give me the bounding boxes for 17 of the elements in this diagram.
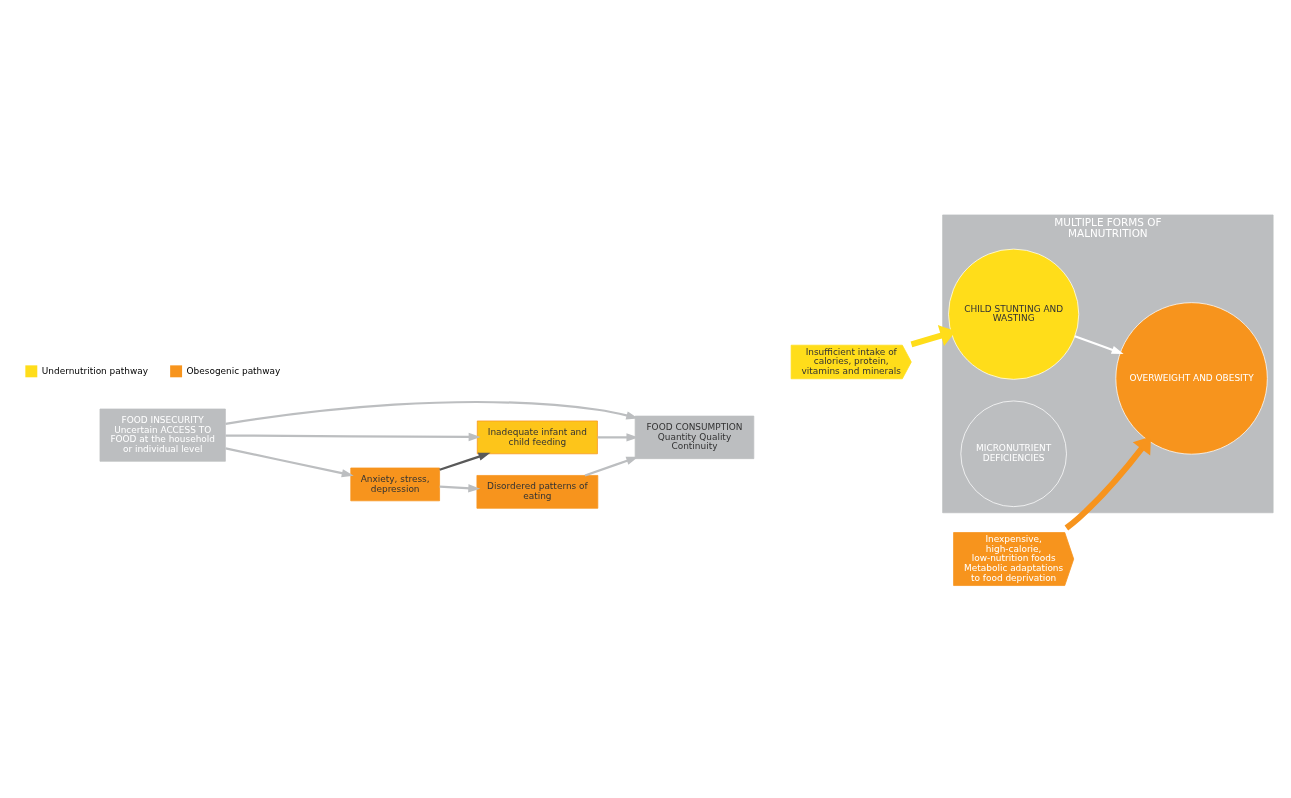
node-box: Inadequate infant and child feeding <box>476 420 598 454</box>
arrow <box>1074 334 1124 354</box>
arrow <box>439 452 491 471</box>
arrow <box>439 483 481 492</box>
arrow <box>1064 435 1151 530</box>
legend-label: Obesogenic pathway <box>186 365 281 376</box>
node-box: Disordered patterns of eating <box>476 474 599 509</box>
arrow <box>225 432 481 441</box>
node-circle: MICRONUTRIENT DEFICIENCIES <box>960 400 1067 507</box>
arrow <box>584 456 639 476</box>
node-circle: CHILD STUNTING AND WASTING <box>948 248 1080 380</box>
node-box: Anxiety, stress, depression <box>350 467 440 501</box>
node-box: FOOD CONSUMPTION Quantity Quality Continuity <box>634 415 755 459</box>
arrow <box>225 446 354 477</box>
legend-label: Undernutrition pathway <box>41 365 149 376</box>
arrow <box>910 324 956 347</box>
node-box: FOOD INSECURITY Uncertain ACCESS TO FOOD at the household or individual level <box>99 408 226 462</box>
